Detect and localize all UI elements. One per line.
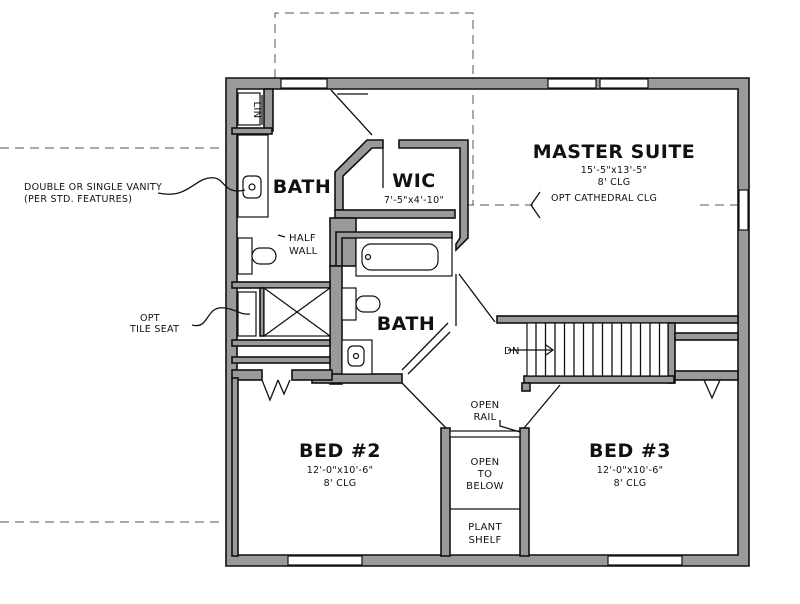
staircase: [508, 322, 669, 377]
bed2-ceiling: 8' CLG: [324, 478, 357, 489]
doors: [261, 89, 721, 429]
tile-seat-note-1: OPT: [140, 313, 160, 324]
bed3-dims: 12'-0"x10'-6": [597, 465, 664, 476]
open-rail-label-2: RAIL: [473, 412, 496, 423]
interior-walls: [231, 88, 739, 557]
vanity-note-1: DOUBLE OR SINGLE VANITY: [24, 182, 162, 193]
open-rail: [449, 430, 521, 510]
windows: [280, 78, 749, 566]
tile-seat-note-2: TILE SEAT: [129, 324, 179, 335]
opt-cathedral-note: OPT CATHEDRAL CLG: [551, 193, 657, 204]
master-suite-dims: 15'-5"x13'-5": [581, 165, 648, 176]
hall-bath-title: BATH: [377, 313, 436, 335]
bed2-title: BED #2: [299, 440, 381, 462]
bed2-dims: 12'-0"x10'-6": [307, 465, 374, 476]
open-below-label-1: OPEN: [471, 457, 500, 468]
plant-shelf-label-1: PLANT: [468, 522, 502, 533]
master-bath-title: BATH: [273, 176, 332, 198]
annotation-labels: LIN HALF WALL DOUBLE OR SINGLE VANITY (P…: [24, 102, 520, 546]
fixtures: [237, 92, 453, 375]
open-below-label-2: TO: [477, 469, 493, 480]
master-suite-title: MASTER SUITE: [533, 141, 696, 163]
wic-dims: 7'-5"x4'-10": [384, 195, 444, 206]
half-wall-label-2: WALL: [289, 246, 318, 257]
wic-title: WIC: [392, 170, 435, 192]
leader-lines: [157, 177, 541, 433]
stair-down-label: DN: [504, 346, 520, 357]
linen-label: LIN: [251, 102, 262, 119]
master-suite-ceiling: 8' CLG: [598, 177, 631, 188]
open-below-label-3: BELOW: [466, 481, 504, 492]
bed3-ceiling: 8' CLG: [614, 478, 647, 489]
plant-shelf-label-2: SHELF: [468, 535, 501, 546]
half-wall-label-1: HALF: [289, 233, 316, 244]
vanity-note-2: (PER STD. FEATURES): [24, 194, 132, 205]
bed3-title: BED #3: [589, 440, 671, 462]
open-rail-label-1: OPEN: [471, 400, 500, 411]
room-labels: MASTER SUITE 15'-5"x13'-5" 8' CLG OPT CA…: [273, 141, 696, 489]
